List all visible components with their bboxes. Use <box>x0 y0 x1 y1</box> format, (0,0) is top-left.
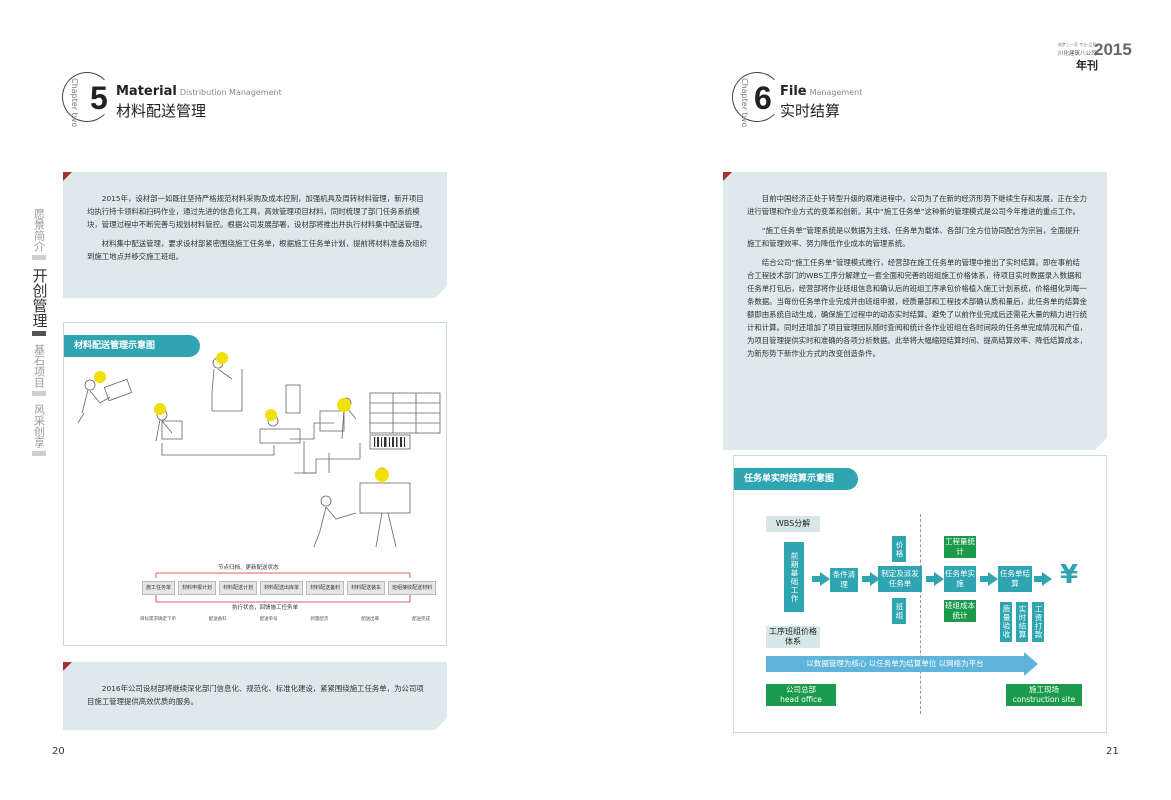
settle-box: 任务单结算 <box>998 566 1032 592</box>
flow-step: 材料配送计划 <box>219 581 258 595</box>
flow-step: 施工任务单 <box>142 581 176 595</box>
chapter-number: 6 <box>754 80 772 116</box>
flow-top-label: 节点归档、更新配送状态 <box>218 565 279 571</box>
platform-bar: 以数据管理为核心 以任务单为结算单位 以网络为平台 <box>766 656 1024 672</box>
flow-notes: 目标需求确定下单 配送备料 配送单号 到量配货 配送出库 配送完成 <box>140 617 430 622</box>
footer-paragraph: 2016年公司设材部将继续深化部门信息化、规范化、标准化建设，紧紧围绕施工任务单… <box>87 684 424 706</box>
chapter-circle-icon <box>62 72 112 122</box>
wbs-box: WBS分解 <box>766 516 820 532</box>
flow-step: 材料配送备料 <box>306 581 345 595</box>
chapter-circle-icon <box>732 72 782 122</box>
realtime-box: 实时结算 <box>1016 602 1028 642</box>
distribution-diagram-panel: 材料配送管理示意图 <box>63 322 447 646</box>
intro-paragraph: 材料集中配送管理，要求设材部紧密围绕施工任务单，根据施工任务单计划，提前将材料准… <box>87 239 427 261</box>
flow-bottom-label: 执行状态，回馈施工任务单 <box>232 605 299 611</box>
wage-box: 工资打款 <box>1032 602 1044 642</box>
flow-step: 班组接收配送材料 <box>388 581 437 595</box>
formulate-box: 制定及派发任务单 <box>878 566 922 592</box>
intro-paragraph: 2015年，设材部一如既往坚持严格规范材料采购及成本控制，加强机具及周转材料管理… <box>87 194 427 229</box>
page-number-left: 20 <box>52 746 65 757</box>
side-nav: 愿景简介 开创管理 基石项目 风采创享 <box>28 208 50 464</box>
team-box: 班组 <box>892 598 906 624</box>
diagram-title: 任务单实时结算示意图 <box>734 468 858 490</box>
clean-box: 条件清理 <box>830 568 858 592</box>
quantity-stat-box: 工程量统计 <box>944 536 976 558</box>
distribution-illustration <box>77 352 441 603</box>
diagram-title: 材料配送管理示意图 <box>64 335 200 357</box>
nav-tag <box>32 255 46 260</box>
nav-item-management[interactable]: 开创管理 <box>30 268 49 328</box>
chapter-vertical-label: Chapter two <box>70 78 79 128</box>
cost-stat-box: 班组成本统计 <box>944 600 976 622</box>
flow-step: 材料申报计划 <box>178 581 217 595</box>
chapter-number: 5 <box>90 80 108 116</box>
chapter-vertical-label: Chapter two <box>740 78 749 128</box>
price-box: 价格 <box>892 536 906 562</box>
quality-box: 质量验收 <box>1000 602 1012 642</box>
nav-item-vision[interactable]: 愿景简介 <box>32 208 46 252</box>
settlement-textbox: 目前中国经济正处于转型升级的艰难进程中，公司为了在新的经济形势下继续生存和发展，… <box>723 172 1107 450</box>
early-work-box: 前期基础工作 <box>784 542 804 612</box>
price-system-box: 工序班组价格体系 <box>766 626 820 648</box>
page-number-right: 21 <box>1106 746 1119 757</box>
flow-step: 材料配送出库单 <box>260 581 304 595</box>
footer-textbox: 2016年公司设材部将继续深化部门信息化、规范化、标准化建设，紧紧围绕施工任务单… <box>63 662 447 730</box>
implement-box: 任务单实施 <box>944 566 976 592</box>
body-paragraph: 目前中国经济正处于转型升级的艰难进程中，公司为了在新的经济形势下继续生存和发展，… <box>747 194 1087 216</box>
body-paragraph: 结合公司“施工任务单”管理模式推行，经营部在施工任务单的管理中推出了实时结算。即… <box>747 258 1087 358</box>
nav-tag <box>32 451 46 456</box>
flow-steps: 施工任务单 材料申报计划 材料配送计划 材料配送出库单 材料配送备料 材料配送装… <box>142 581 437 595</box>
chapter-zh-title: 材料配送管理 <box>116 102 207 120</box>
settlement-diagram-panel: 任务单实时结算示意图 WBS分解 前期基础工作 条件清理 价格 制定及派发任务单… <box>733 455 1107 733</box>
flow-step: 材料配送装车 <box>347 581 386 595</box>
nav-tag <box>32 391 46 396</box>
nav-item-projects[interactable]: 基石项目 <box>32 344 46 388</box>
yen-icon: ¥ <box>1060 560 1079 590</box>
corner-marker-icon <box>63 172 72 181</box>
chapter-zh-title: 实时结算 <box>780 102 841 120</box>
nav-item-style[interactable]: 风采创享 <box>32 404 46 448</box>
platform-arrow-icon <box>1024 652 1038 676</box>
nav-tag-active <box>32 331 46 336</box>
yearbook-logo: 筑梦上一家·专业·品质 川化建筑八公司 2015 年刊 <box>1058 40 1132 72</box>
corner-marker-icon <box>63 662 72 671</box>
body-paragraph: “施工任务单”管理系统是以数据为主线、任务单为载体、各部门全方位协同配合为宗旨，… <box>747 226 1080 248</box>
corner-marker-icon <box>723 172 732 181</box>
intro-textbox: 2015年，设材部一如既往坚持严格规范材料采购及成本控制，加强机具及周转材料管理… <box>63 172 447 298</box>
